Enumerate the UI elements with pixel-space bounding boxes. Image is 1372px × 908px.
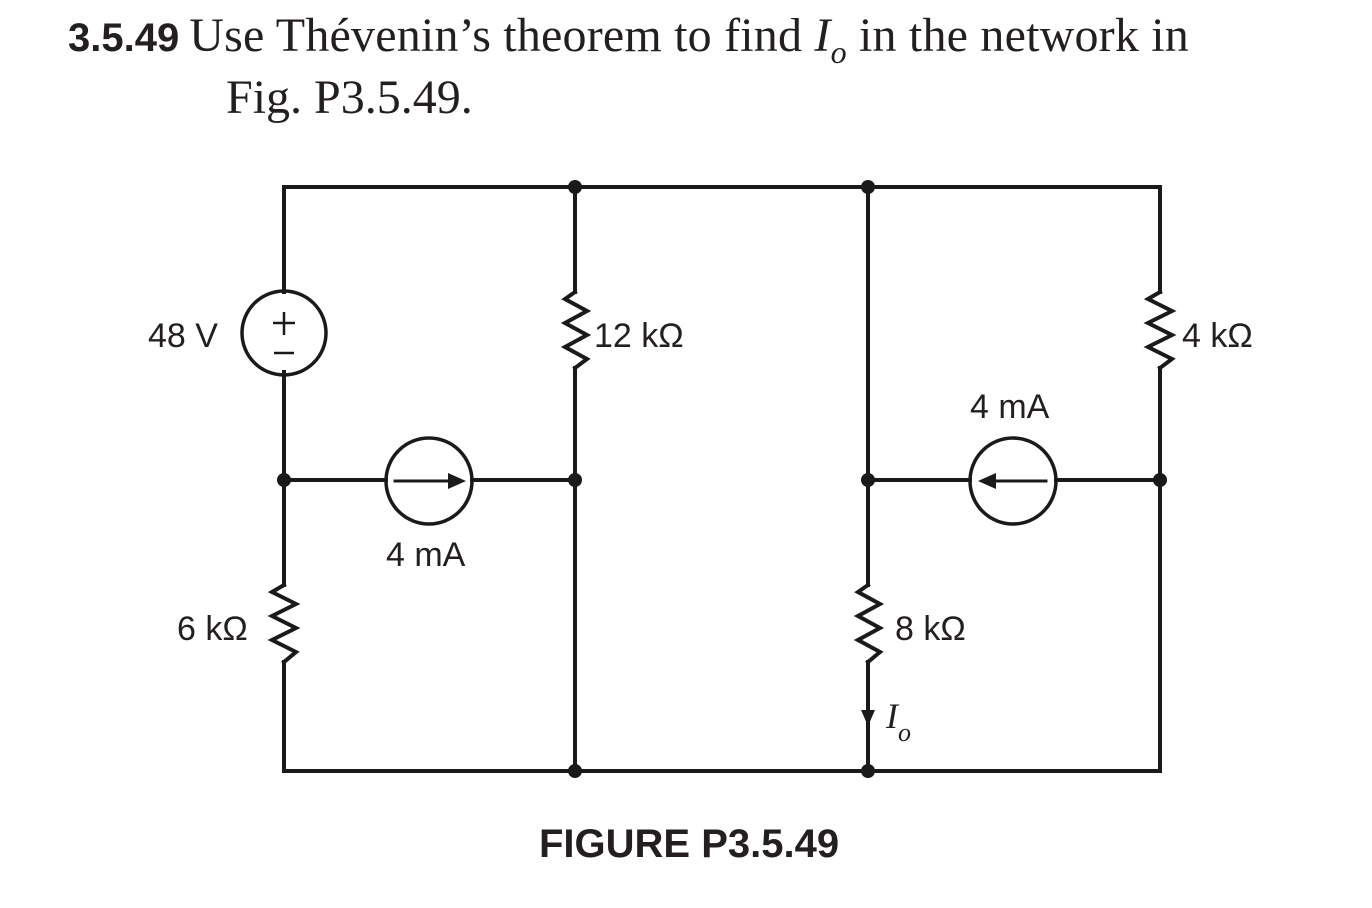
right-arrow-icon — [448, 473, 466, 489]
resistor-4k-zigzag — [1143, 289, 1177, 371]
resistor-12k-zigzag — [560, 289, 592, 371]
problem-text-before: Use Thévenin’s theorem to find — [189, 9, 815, 62]
left-current-source-label: 4 mA — [386, 536, 466, 574]
node-mid-left — [568, 473, 582, 487]
output-current-sub: o — [898, 718, 911, 747]
resistor-12k-label: 12 kΩ — [594, 317, 684, 355]
node-left-mid — [277, 473, 291, 487]
voltage-source-polarity — [273, 312, 295, 355]
resistor-4k-label: 4 kΩ — [1182, 317, 1253, 355]
voltage-source-label: 48 V — [148, 317, 218, 355]
node-bottom-mid-right — [861, 764, 875, 778]
voltage-source-circle — [240, 289, 328, 377]
problem-variable: I — [814, 9, 831, 62]
node-top-mid-right — [861, 180, 875, 194]
left-arrow-icon — [978, 473, 996, 489]
problem-text-after: in the network in — [846, 9, 1189, 62]
node-right-mid — [1153, 473, 1167, 487]
node-mid-right — [861, 473, 875, 487]
problem-line-2: Fig. P3.5.49. — [226, 71, 473, 124]
resistor-6k-zigzag — [267, 582, 301, 665]
resistor-6k-label: 6 kΩ — [177, 610, 248, 648]
problem-variable-sub: o — [830, 34, 847, 70]
right-current-source-label: 4 mA — [970, 388, 1050, 426]
node-bottom-mid-left — [568, 764, 582, 778]
resistor-8k-zigzag — [853, 582, 885, 665]
down-arrow-icon — [861, 710, 875, 726]
node-top-mid-left — [568, 180, 582, 194]
resistor-8k-label: 8 kΩ — [895, 610, 966, 648]
junction-nodes — [277, 180, 1167, 778]
left-current-source-circle — [384, 436, 474, 526]
output-current-symbol: I — [885, 696, 900, 736]
right-current-source-circle — [968, 436, 1058, 526]
figure-caption: FIGURE P3.5.49 — [539, 822, 839, 866]
problem-number: 3.5.49 — [68, 16, 180, 60]
